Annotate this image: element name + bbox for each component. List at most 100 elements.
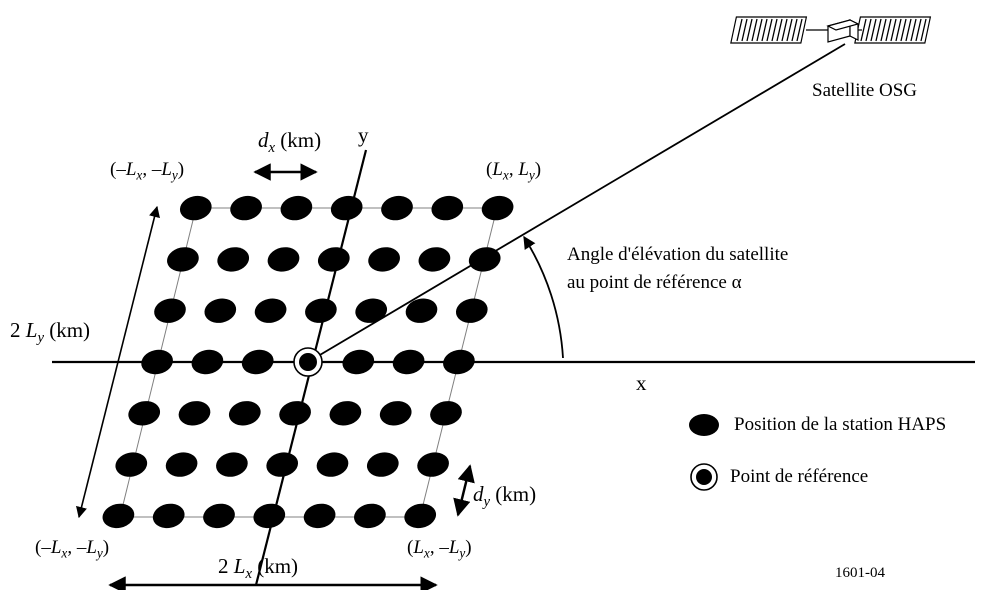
haps-station	[154, 298, 186, 323]
solar-panel-hatch	[776, 18, 783, 42]
haps-stations	[102, 195, 514, 529]
figure-id: 1601-04	[835, 565, 885, 581]
legend-haps-symbol	[689, 414, 719, 436]
haps-station	[216, 452, 248, 477]
haps-station	[379, 401, 412, 426]
x-axis-label: x	[636, 371, 647, 395]
corner-bottom-left-label: (–Lx, –Ly)	[35, 537, 110, 561]
solar-panel-hatch	[791, 18, 798, 42]
haps-station	[228, 401, 261, 426]
haps-station	[167, 247, 199, 272]
haps-station	[392, 349, 425, 375]
solar-panel-hatch	[875, 18, 882, 42]
corner-top-left-label: (–Lx, –Ly)	[110, 159, 185, 183]
legend-reference-symbol	[690, 463, 718, 491]
haps-station	[366, 452, 399, 477]
legend-reference-label: Point de référence	[730, 466, 869, 487]
solar-panel-hatch	[900, 18, 907, 42]
haps-station	[204, 298, 237, 323]
haps-station	[431, 195, 464, 221]
haps-station	[303, 503, 336, 529]
haps-station	[329, 401, 362, 426]
haps-station	[152, 503, 185, 529]
elevation-angle-label-line1: Angle d'élévation du satellite	[567, 244, 789, 265]
haps-station	[115, 452, 148, 477]
haps-station	[481, 195, 514, 221]
solar-panel-hatch	[885, 18, 892, 42]
height-dimension-label: 2 Ly (km)	[10, 318, 91, 347]
solar-panel-hatch	[786, 18, 793, 42]
solar-panel-hatch	[746, 18, 753, 42]
haps-station	[266, 452, 299, 477]
haps-station	[305, 298, 337, 323]
haps-station	[316, 452, 349, 477]
haps-station	[280, 195, 313, 221]
satellite-label: Satellite OSG	[812, 80, 918, 101]
haps-station	[418, 247, 451, 272]
haps-station	[254, 298, 287, 323]
haps-station	[102, 503, 135, 529]
haps-station	[241, 349, 274, 375]
haps-station	[279, 401, 311, 426]
dy-label: dy (km)	[473, 482, 537, 511]
legend-haps-label: Position de la station HAPS	[734, 414, 947, 435]
haps-station	[342, 349, 375, 375]
solar-panel-hatch	[905, 18, 912, 42]
haps-station	[230, 195, 262, 221]
solar-panel-hatch	[781, 18, 788, 42]
haps-station	[330, 195, 363, 221]
haps-station	[381, 195, 413, 221]
haps-station	[141, 349, 173, 375]
solar-panel-hatch	[756, 18, 763, 42]
haps-station	[128, 401, 161, 426]
solar-panel-hatch	[920, 18, 927, 42]
solar-panel-hatch	[736, 18, 743, 42]
satellite-icon	[730, 16, 932, 44]
haps-station	[455, 298, 488, 323]
haps-station	[404, 503, 437, 529]
solar-panel-hatch	[870, 18, 877, 42]
haps-station	[430, 401, 462, 426]
haps-station	[253, 503, 286, 529]
elevation-angle-arc	[523, 235, 564, 359]
solar-panel-hatch	[860, 18, 867, 42]
haps-station	[355, 298, 388, 323]
haps-station	[405, 298, 438, 323]
dy-arrow	[453, 464, 475, 517]
haps-station	[178, 401, 211, 426]
haps-station	[165, 452, 198, 477]
dx-label: dx (km)	[258, 128, 322, 157]
solar-panel-hatch	[751, 18, 758, 42]
haps-station	[354, 503, 386, 529]
corner-top-right-label: (Lx, Ly)	[486, 159, 542, 183]
y-axis-label: y	[358, 123, 369, 147]
solar-panel-hatch	[741, 18, 748, 42]
solar-panel-hatch	[910, 18, 917, 42]
elevation-angle-label-line2: au point de référence α	[567, 272, 742, 293]
solar-panel-hatch	[865, 18, 872, 42]
haps-station	[443, 349, 475, 375]
reference-point	[293, 347, 323, 377]
solar-panel-hatch	[771, 18, 778, 42]
haps-station	[179, 195, 212, 221]
haps-station	[317, 247, 350, 272]
solar-panel-hatch	[766, 18, 773, 42]
haps-station	[417, 452, 449, 477]
haps-station	[267, 247, 300, 272]
width-dimension-label: 2 Lx (km)	[218, 554, 299, 583]
solar-panel-hatch	[761, 18, 768, 42]
haps-station	[368, 247, 400, 272]
haps-station	[217, 247, 250, 272]
height-dimension-arrow	[76, 205, 160, 519]
solar-panel-hatch	[796, 18, 803, 42]
solar-panel-hatch	[890, 18, 897, 42]
solar-panel-hatch	[915, 18, 922, 42]
corner-bottom-right-label: (Lx, –Ly)	[407, 537, 472, 561]
satellite-line	[307, 43, 846, 363]
solar-panel-hatch	[880, 18, 887, 42]
solar-panel-hatch	[895, 18, 902, 42]
haps-station	[203, 503, 235, 529]
haps-station	[191, 349, 224, 375]
